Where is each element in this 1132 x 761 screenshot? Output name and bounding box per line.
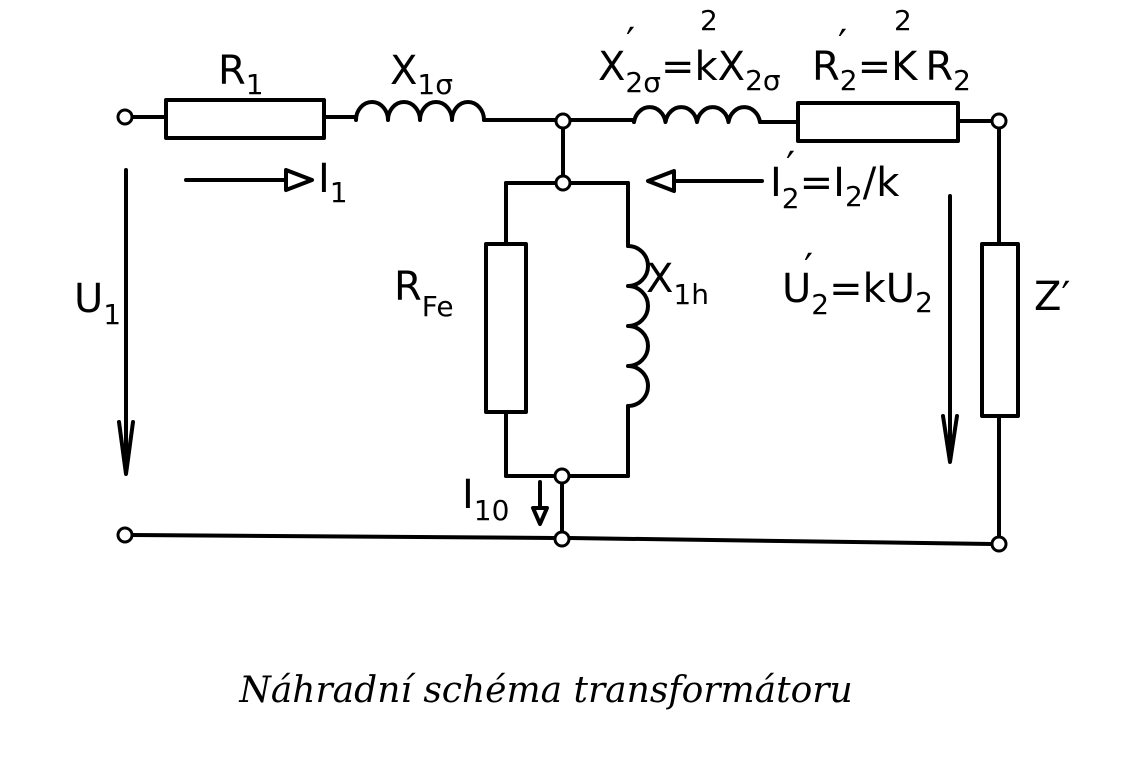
node-bottom-center bbox=[553, 530, 571, 548]
wire-bottom-right bbox=[567, 536, 994, 546]
label-u2: U2=kU2 bbox=[782, 266, 933, 321]
arrow-i10 bbox=[531, 480, 549, 526]
label-r2-exp: 2 bbox=[894, 4, 912, 37]
label-x2s: X2σ=kX2σ bbox=[598, 44, 781, 99]
resistor-r2 bbox=[796, 101, 960, 143]
label-x2s-prime: ′ bbox=[626, 20, 635, 66]
arrow-u2 bbox=[941, 194, 959, 464]
resistor-rfe bbox=[484, 242, 528, 414]
label-r2-prime: ′ bbox=[838, 22, 847, 68]
node-shunt-bottom bbox=[553, 467, 571, 485]
arrow-i2 bbox=[646, 169, 764, 193]
inductor-x1s bbox=[354, 100, 486, 122]
terminal-output-top bbox=[990, 112, 1008, 130]
label-z: Z′ bbox=[1034, 274, 1071, 320]
arrow-u1 bbox=[117, 168, 135, 476]
terminal-output-bottom bbox=[990, 535, 1008, 553]
label-r1: R1 bbox=[218, 48, 264, 101]
label-i2-prime: ′ bbox=[786, 144, 795, 190]
resistor-r1 bbox=[164, 98, 326, 140]
label-x1s: X1σ bbox=[390, 48, 453, 101]
inductor-x2s bbox=[632, 105, 762, 124]
wire-bottom-left bbox=[130, 533, 557, 540]
label-i10: I10 bbox=[462, 472, 509, 527]
label-x1h: X1h bbox=[646, 256, 709, 311]
node-shunt-top bbox=[554, 174, 572, 192]
label-u2-prime: ′ bbox=[804, 246, 813, 292]
terminal-input-top bbox=[116, 108, 134, 126]
terminal-input-bottom bbox=[116, 526, 134, 544]
label-x2s-exp: 2 bbox=[700, 4, 718, 37]
node-top-center bbox=[554, 112, 572, 130]
diagram-caption: Náhradní schéma transformátoru bbox=[238, 670, 852, 711]
impedance-z bbox=[980, 242, 1020, 418]
nodes bbox=[116, 108, 1008, 553]
label-i1: I1 bbox=[318, 156, 348, 209]
inductor-x1h bbox=[626, 244, 650, 408]
wires bbox=[130, 115, 1001, 546]
label-i2: I2=I2/k bbox=[770, 160, 900, 215]
arrow-i1 bbox=[184, 168, 314, 192]
label-rfe: RFe bbox=[394, 264, 454, 323]
label-u1: U1 bbox=[74, 276, 121, 331]
